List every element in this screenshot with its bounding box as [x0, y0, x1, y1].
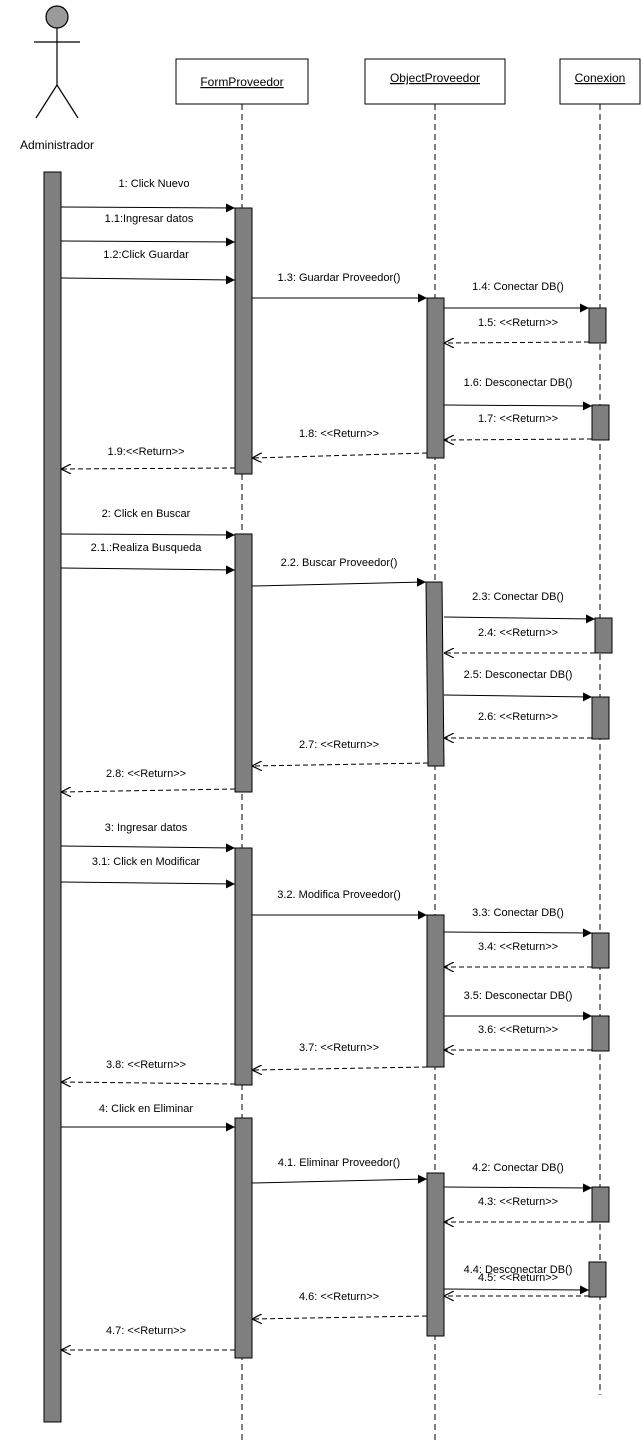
activation-conexion-1a [588, 307, 607, 344]
message-label: 3.2. Modifica Proveedor() [277, 889, 401, 901]
message-label: 4.2: Conectar DB() [472, 1162, 564, 1174]
actor-head [45, 5, 69, 29]
message-label: 1.8: <<Return>> [299, 428, 379, 440]
message-arrow-return-17 [252, 763, 429, 766]
message-arrow-call-20 [60, 879, 236, 889]
activation-object-4 [426, 1172, 445, 1337]
message-label: 1.3: Guardar Proveedor() [278, 272, 401, 284]
message-label: 4.5: <<Return>> [478, 1272, 558, 1284]
message-arrow-call-29 [251, 1174, 428, 1184]
message-label: 1.5: <<Return>> [478, 317, 558, 329]
message-arrow-return-5 [444, 342, 590, 343]
activation-form-1 [234, 207, 253, 475]
activation-conexion-1b [591, 404, 610, 441]
actor-right-leg [56, 84, 79, 119]
activation-form-4 [234, 1117, 253, 1359]
activation-object-2 [425, 581, 445, 767]
object-label-formproveedor: FormProveedor [200, 75, 283, 89]
object-box-conexion: Conexion [559, 58, 641, 105]
message-arrow-return-9 [61, 468, 236, 469]
message-label: 2.6: <<Return>> [478, 711, 558, 723]
message-label: 1.2:Click Guardar [103, 249, 189, 261]
activation-form-2 [234, 533, 253, 793]
message-arrow-call-11 [60, 565, 236, 575]
message-label: 4.4: Desconectar DB() [464, 1264, 573, 1276]
object-label-conexion: Conexion [575, 71, 626, 85]
message-label: 1.1:Ingresar datos [105, 213, 194, 225]
message-label: 3.1: Click en Modificar [92, 856, 201, 868]
activation-conexion-2a [594, 617, 613, 654]
actor-administrador: Administrador [20, 5, 94, 152]
message-label: 4.7: <<Return>> [106, 1325, 186, 1337]
message-label: 2: Click en Buscar [102, 508, 191, 520]
message-arrow-call-0 [60, 203, 236, 213]
message-label: 1.9:<<Return>> [107, 446, 184, 458]
message-label: 3: Ingresar datos [105, 822, 188, 834]
message-arrow-return-8 [252, 452, 428, 458]
message-label: 4.6: <<Return>> [299, 1291, 379, 1303]
activation-conexion-4a [591, 1186, 610, 1223]
activation-conexion-2b [591, 696, 610, 740]
activation-conexion-3b [591, 1015, 610, 1052]
message-label: 4.1. Eliminar Proveedor() [278, 1157, 400, 1169]
message-label: 2.7: <<Return>> [299, 739, 379, 751]
activation-conexion-3a [591, 932, 610, 969]
activation-conexion-4b [588, 1261, 607, 1298]
object-box-formproveedor: FormProveedor [175, 58, 309, 105]
message-label: 1.6: Desconectar DB() [464, 377, 573, 389]
message-label: 1.4: Conectar DB() [472, 281, 564, 293]
message-arrow-return-18 [61, 789, 236, 792]
message-label: 3.3: Conectar DB() [472, 907, 564, 919]
message-arrow-call-6 [443, 401, 593, 411]
message-arrow-call-12 [251, 577, 427, 587]
message-label: 2.4: <<Return>> [478, 627, 558, 639]
message-label: 2.1.:Realiza Busqueda [91, 542, 203, 554]
message-arrow-call-1 [60, 237, 236, 247]
message-label: 2.8: <<Return>> [106, 768, 186, 780]
activation-admin [43, 171, 62, 1423]
message-arrow-return-34 [252, 1316, 428, 1319]
message-arrow-call-10 [60, 530, 236, 540]
actor-label: Administrador [20, 138, 94, 152]
actor-left-leg [35, 84, 58, 119]
message-labels: 1: Click Nuevo 1.1:Ingresar datos 1.2:Clic… [91, 178, 573, 1337]
message-label: 2.2. Buscar Proveedor() [281, 557, 398, 569]
activation-object-1 [426, 297, 445, 459]
activation-object-3 [426, 914, 445, 1068]
message-label: 2.5: Desconectar DB() [464, 669, 573, 681]
message-arrow-call-30 [443, 1183, 593, 1193]
message-arrow-call-13 [443, 614, 596, 624]
message-label: 1.7: <<Return>> [478, 413, 558, 425]
message-label: 4.3: <<Return>> [478, 1196, 558, 1208]
object-box-objectproveedor: ObjectProveedor [364, 58, 506, 105]
message-label: 3.8: <<Return>> [106, 1059, 186, 1071]
message-arrow-call-32 [443, 1285, 590, 1295]
message-arrows [60, 203, 596, 1350]
message-arrow-return-7 [444, 439, 593, 440]
message-label: 3.5: Desconectar DB() [464, 990, 573, 1002]
activation-form-3 [234, 847, 253, 1086]
message-label: 1: Click Nuevo [119, 178, 190, 190]
message-label: 3.4: <<Return>> [478, 941, 558, 953]
message-label: 2.3: Conectar DB() [472, 591, 564, 603]
object-label-objectproveedor: ObjectProveedor [390, 71, 480, 85]
message-label: 4: Click en Eliminar [99, 1103, 193, 1115]
message-arrow-return-27 [61, 1082, 236, 1084]
activation-bars [43, 171, 613, 1423]
message-arrow-return-26 [252, 1067, 428, 1070]
message-arrow-call-22 [443, 928, 593, 938]
message-label: 3.7: <<Return>> [299, 1042, 379, 1054]
message-arrow-call-2 [60, 275, 236, 285]
message-arrow-call-19 [60, 843, 236, 853]
message-arrow-call-15 [443, 692, 593, 702]
message-label: 3.6: <<Return>> [478, 1024, 558, 1036]
